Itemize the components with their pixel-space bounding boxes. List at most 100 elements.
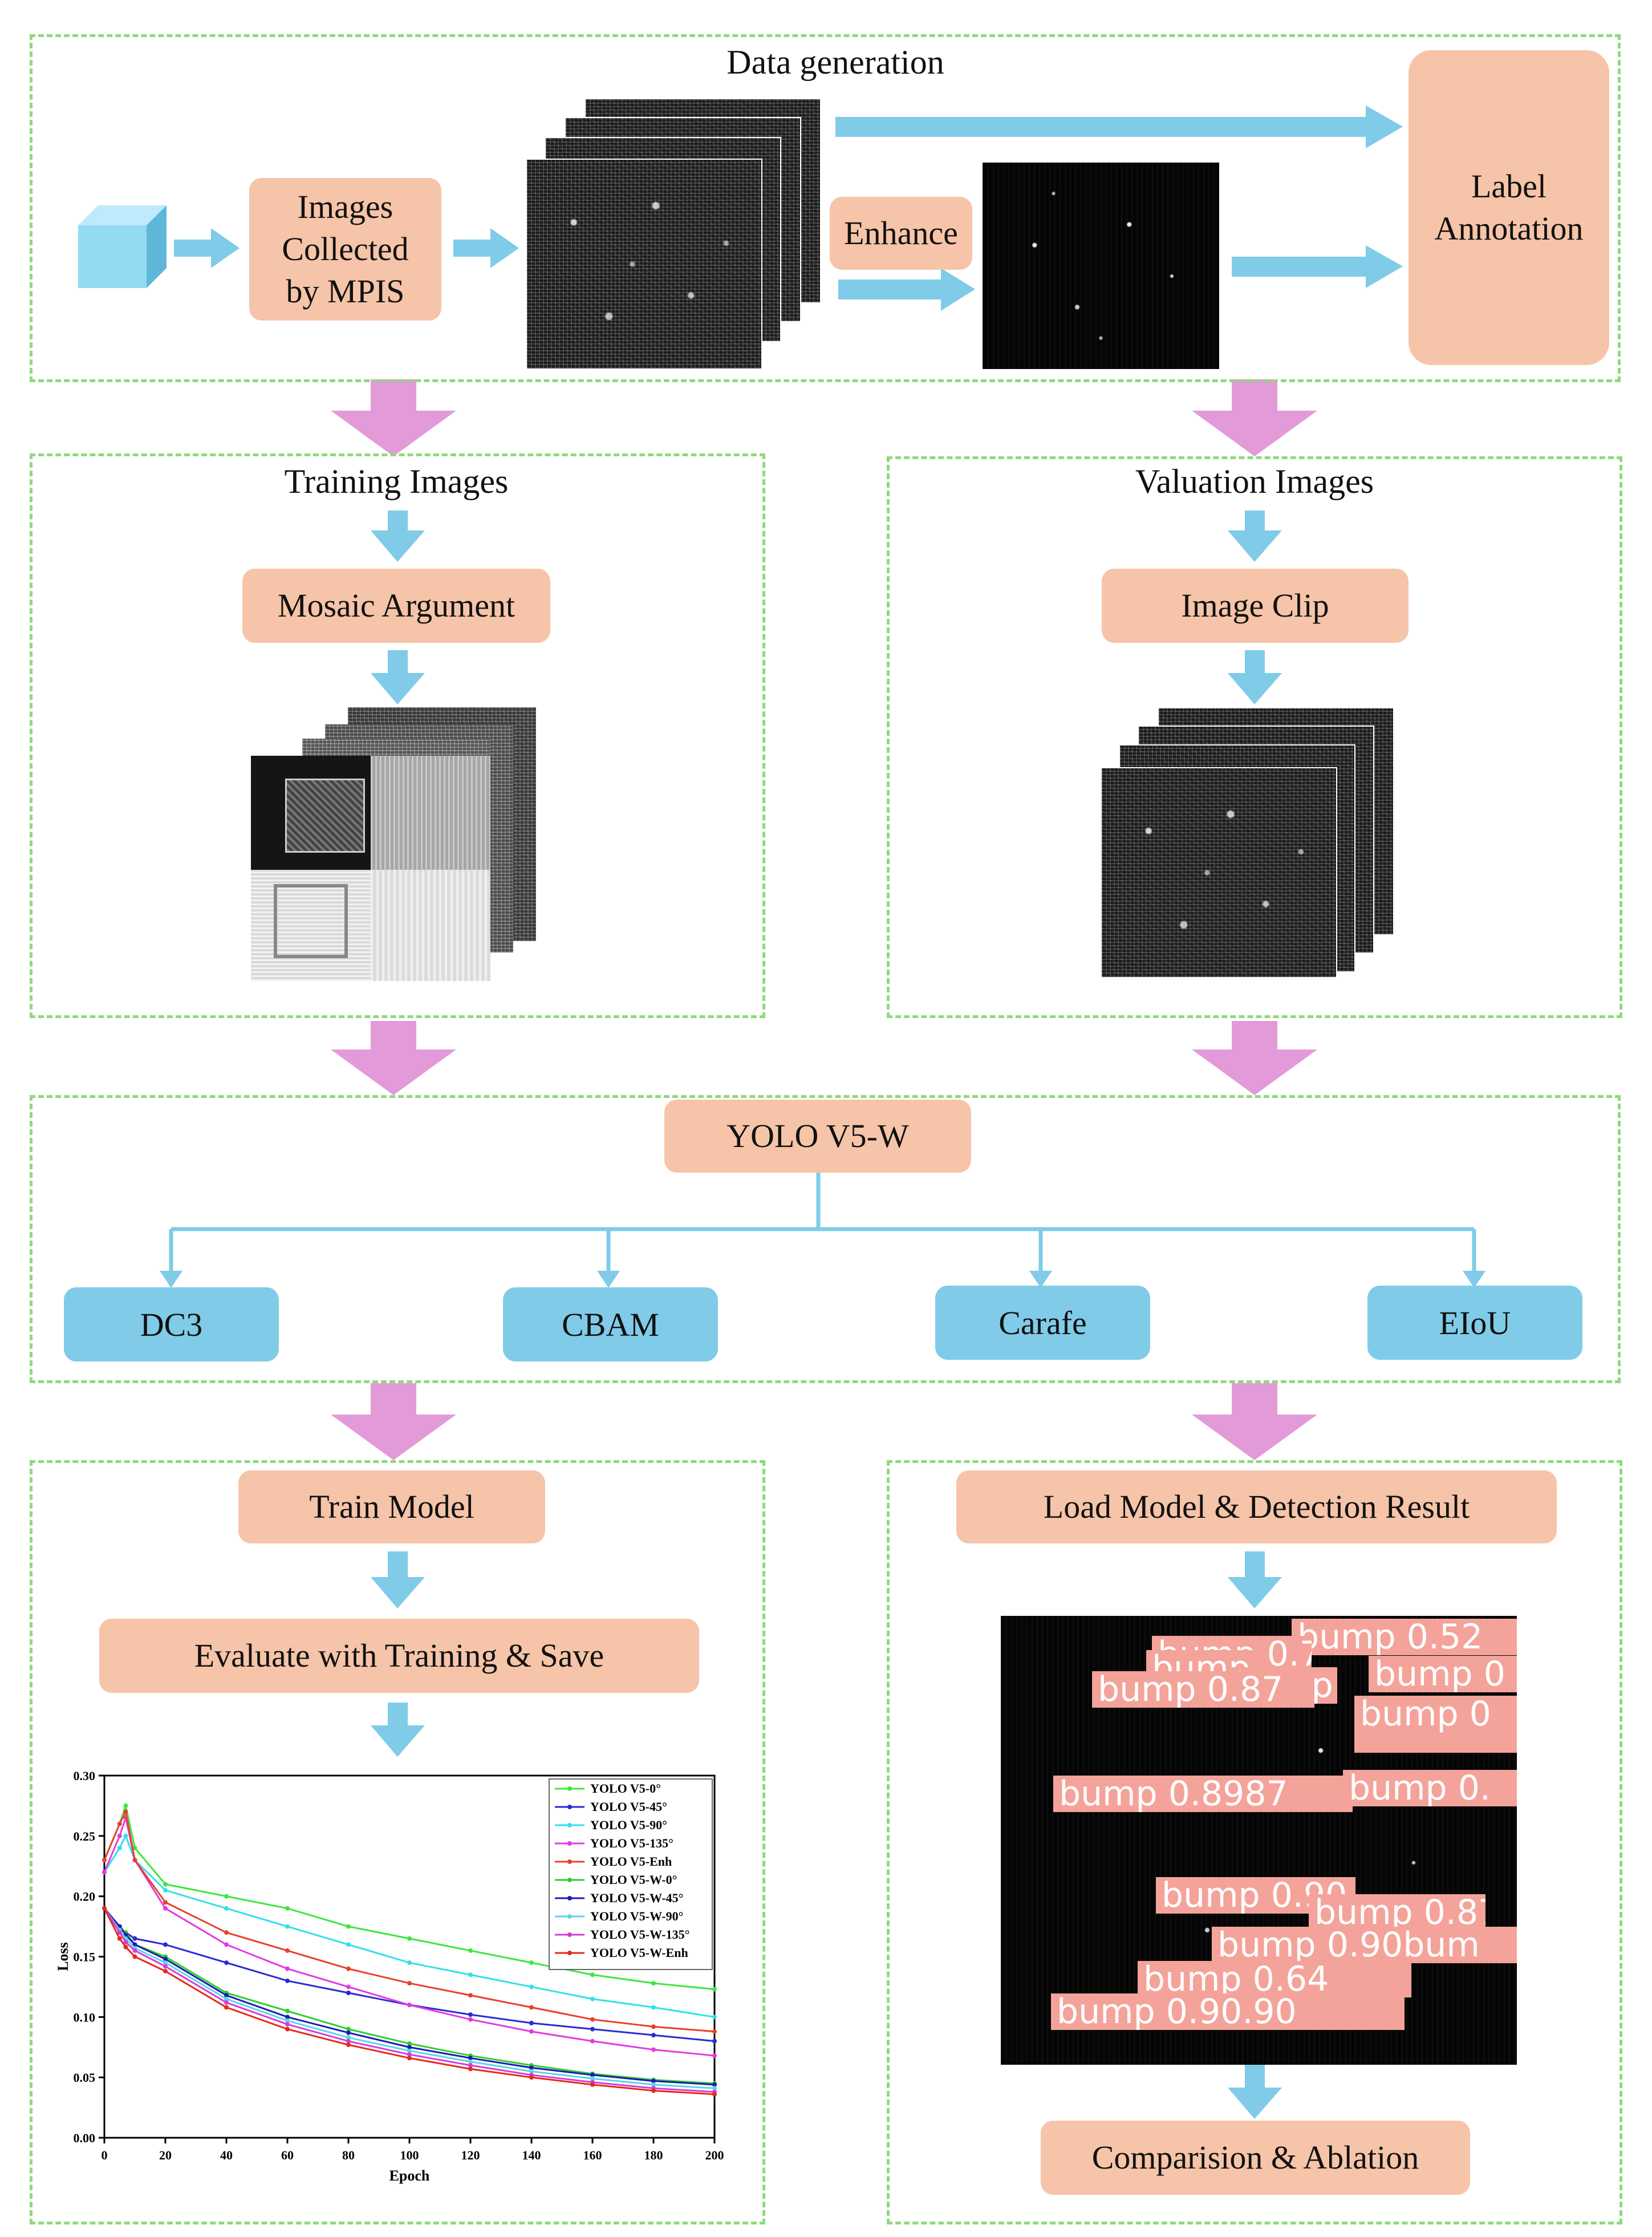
data-point bbox=[285, 2018, 290, 2023]
legend-marker bbox=[567, 1859, 572, 1864]
data-point bbox=[285, 2008, 290, 2013]
y-tick-label: 0.25 bbox=[74, 1829, 96, 1843]
blue-arrows bbox=[174, 106, 1403, 2119]
arrow-enhanced-to-label bbox=[1232, 245, 1403, 288]
legend-entry: YOLO V5-90° bbox=[590, 1818, 667, 1832]
data-point bbox=[407, 2041, 412, 2046]
data-generation-title: Data generation bbox=[726, 43, 944, 81]
arrow-stack-to-label bbox=[835, 106, 1403, 148]
data-point bbox=[117, 1833, 122, 1838]
data-point bbox=[117, 1821, 122, 1826]
data-point bbox=[117, 1930, 122, 1935]
mosaic-argument-box: Mosaic Argument bbox=[242, 569, 550, 643]
pink-arrow-to-model-right bbox=[1192, 1021, 1317, 1095]
arrow-train-2 bbox=[371, 1703, 425, 1757]
detection-result-image: bump 0.52 bump 0.71 bump bump bump 0 bum… bbox=[1001, 1616, 1517, 2065]
legend-entry: YOLO V5-W-135° bbox=[590, 1927, 689, 1942]
x-tick-label: 0 bbox=[102, 2148, 108, 2162]
valuation-images-title: Valuation Images bbox=[1135, 463, 1374, 500]
enhanced-image bbox=[983, 163, 1219, 369]
y-tick-label: 0.30 bbox=[74, 1769, 96, 1783]
y-tick-label: 0.10 bbox=[74, 2010, 96, 2024]
data-point bbox=[163, 1906, 168, 1911]
clip-image-stack-1 bbox=[1101, 767, 1337, 978]
x-tick-label: 140 bbox=[522, 2148, 541, 2162]
data-point bbox=[163, 1888, 168, 1893]
arrow-collected-to-stack bbox=[453, 228, 519, 268]
yolo-v5w-box: YOLO V5-W bbox=[664, 1100, 971, 1173]
train-model-box: Train Model bbox=[238, 1470, 545, 1543]
data-point bbox=[468, 1948, 473, 1953]
module-eiou: EIoU bbox=[1367, 1286, 1582, 1360]
data-point bbox=[407, 2056, 412, 2061]
pink-arrows bbox=[331, 379, 1317, 1460]
data-point bbox=[132, 1936, 137, 1941]
data-point bbox=[407, 1960, 412, 1966]
data-point bbox=[285, 1906, 290, 1911]
data-point bbox=[651, 2005, 656, 2010]
legend-entry: YOLO V5-Enh bbox=[590, 1854, 672, 1869]
data-point bbox=[590, 2076, 595, 2081]
train-panel bbox=[30, 1460, 765, 2224]
data-point bbox=[285, 1966, 290, 1971]
data-point bbox=[123, 1803, 128, 1808]
data-point bbox=[346, 2035, 351, 2040]
legend-marker bbox=[567, 1823, 572, 1827]
model-panel bbox=[30, 1095, 1621, 1383]
data-point bbox=[468, 2066, 473, 2072]
module-dc3: DC3 bbox=[64, 1287, 279, 1361]
legend-entry: YOLO V5-0° bbox=[590, 1781, 661, 1796]
arrow-valuation-2 bbox=[1228, 650, 1282, 704]
x-tick-label: 40 bbox=[220, 2148, 233, 2162]
legend-entry: YOLO V5-45° bbox=[590, 1800, 667, 1814]
evaluate-save-box: Evaluate with Training & Save bbox=[99, 1619, 699, 1693]
module-tree-lines bbox=[169, 1166, 1476, 1275]
data-point bbox=[285, 1978, 290, 1983]
data-point bbox=[407, 2003, 412, 2008]
data-point bbox=[132, 1858, 137, 1863]
data-point bbox=[712, 2015, 717, 2020]
detection-label: bump 0.87 bbox=[1092, 1671, 1314, 1708]
data-point bbox=[712, 2092, 717, 2097]
data-point bbox=[651, 2088, 656, 2093]
detection-label: bump 0.52 bbox=[1292, 1619, 1517, 1655]
data-point bbox=[712, 2029, 717, 2034]
data-point bbox=[407, 2045, 412, 2050]
legend-entry: YOLO V5-135° bbox=[590, 1836, 673, 1850]
data-point bbox=[346, 2039, 351, 2044]
y-tick-label: 0.20 bbox=[74, 1890, 96, 1904]
data-point bbox=[102, 1870, 107, 1875]
data-point bbox=[285, 2022, 290, 2027]
data-generation-panel bbox=[30, 34, 1621, 382]
legend-entry: YOLO V5-W-45° bbox=[590, 1891, 683, 1905]
data-point bbox=[224, 1906, 229, 1911]
data-point bbox=[132, 1948, 137, 1953]
data-point bbox=[285, 2027, 290, 2032]
data-point bbox=[285, 1948, 290, 1953]
x-tick-label: 80 bbox=[342, 2148, 355, 2162]
enhance-box: Enhance bbox=[830, 197, 972, 270]
data-point bbox=[346, 1991, 351, 1995]
data-point bbox=[224, 1993, 229, 1998]
data-point bbox=[651, 2082, 656, 2087]
data-point bbox=[163, 1968, 168, 1973]
y-tick-label: 0.05 bbox=[74, 2070, 96, 2085]
data-point bbox=[123, 1809, 128, 1814]
data-point bbox=[224, 2000, 229, 2005]
pink-arrow-to-training bbox=[331, 379, 456, 456]
data-point bbox=[529, 2069, 534, 2074]
data-point bbox=[468, 1972, 473, 1977]
data-point bbox=[163, 1960, 168, 1966]
data-point bbox=[590, 1972, 595, 1977]
data-point bbox=[590, 2027, 595, 2032]
data-point bbox=[529, 2005, 534, 2010]
y-axis-label: Loss bbox=[55, 1942, 71, 1971]
data-point bbox=[132, 1942, 137, 1947]
images-collected-box: Images Collected by MPIS bbox=[249, 178, 441, 321]
arrow-valuation-1 bbox=[1228, 510, 1282, 562]
data-point bbox=[224, 1894, 229, 1899]
data-point bbox=[163, 1900, 168, 1905]
data-point bbox=[123, 1944, 128, 1950]
